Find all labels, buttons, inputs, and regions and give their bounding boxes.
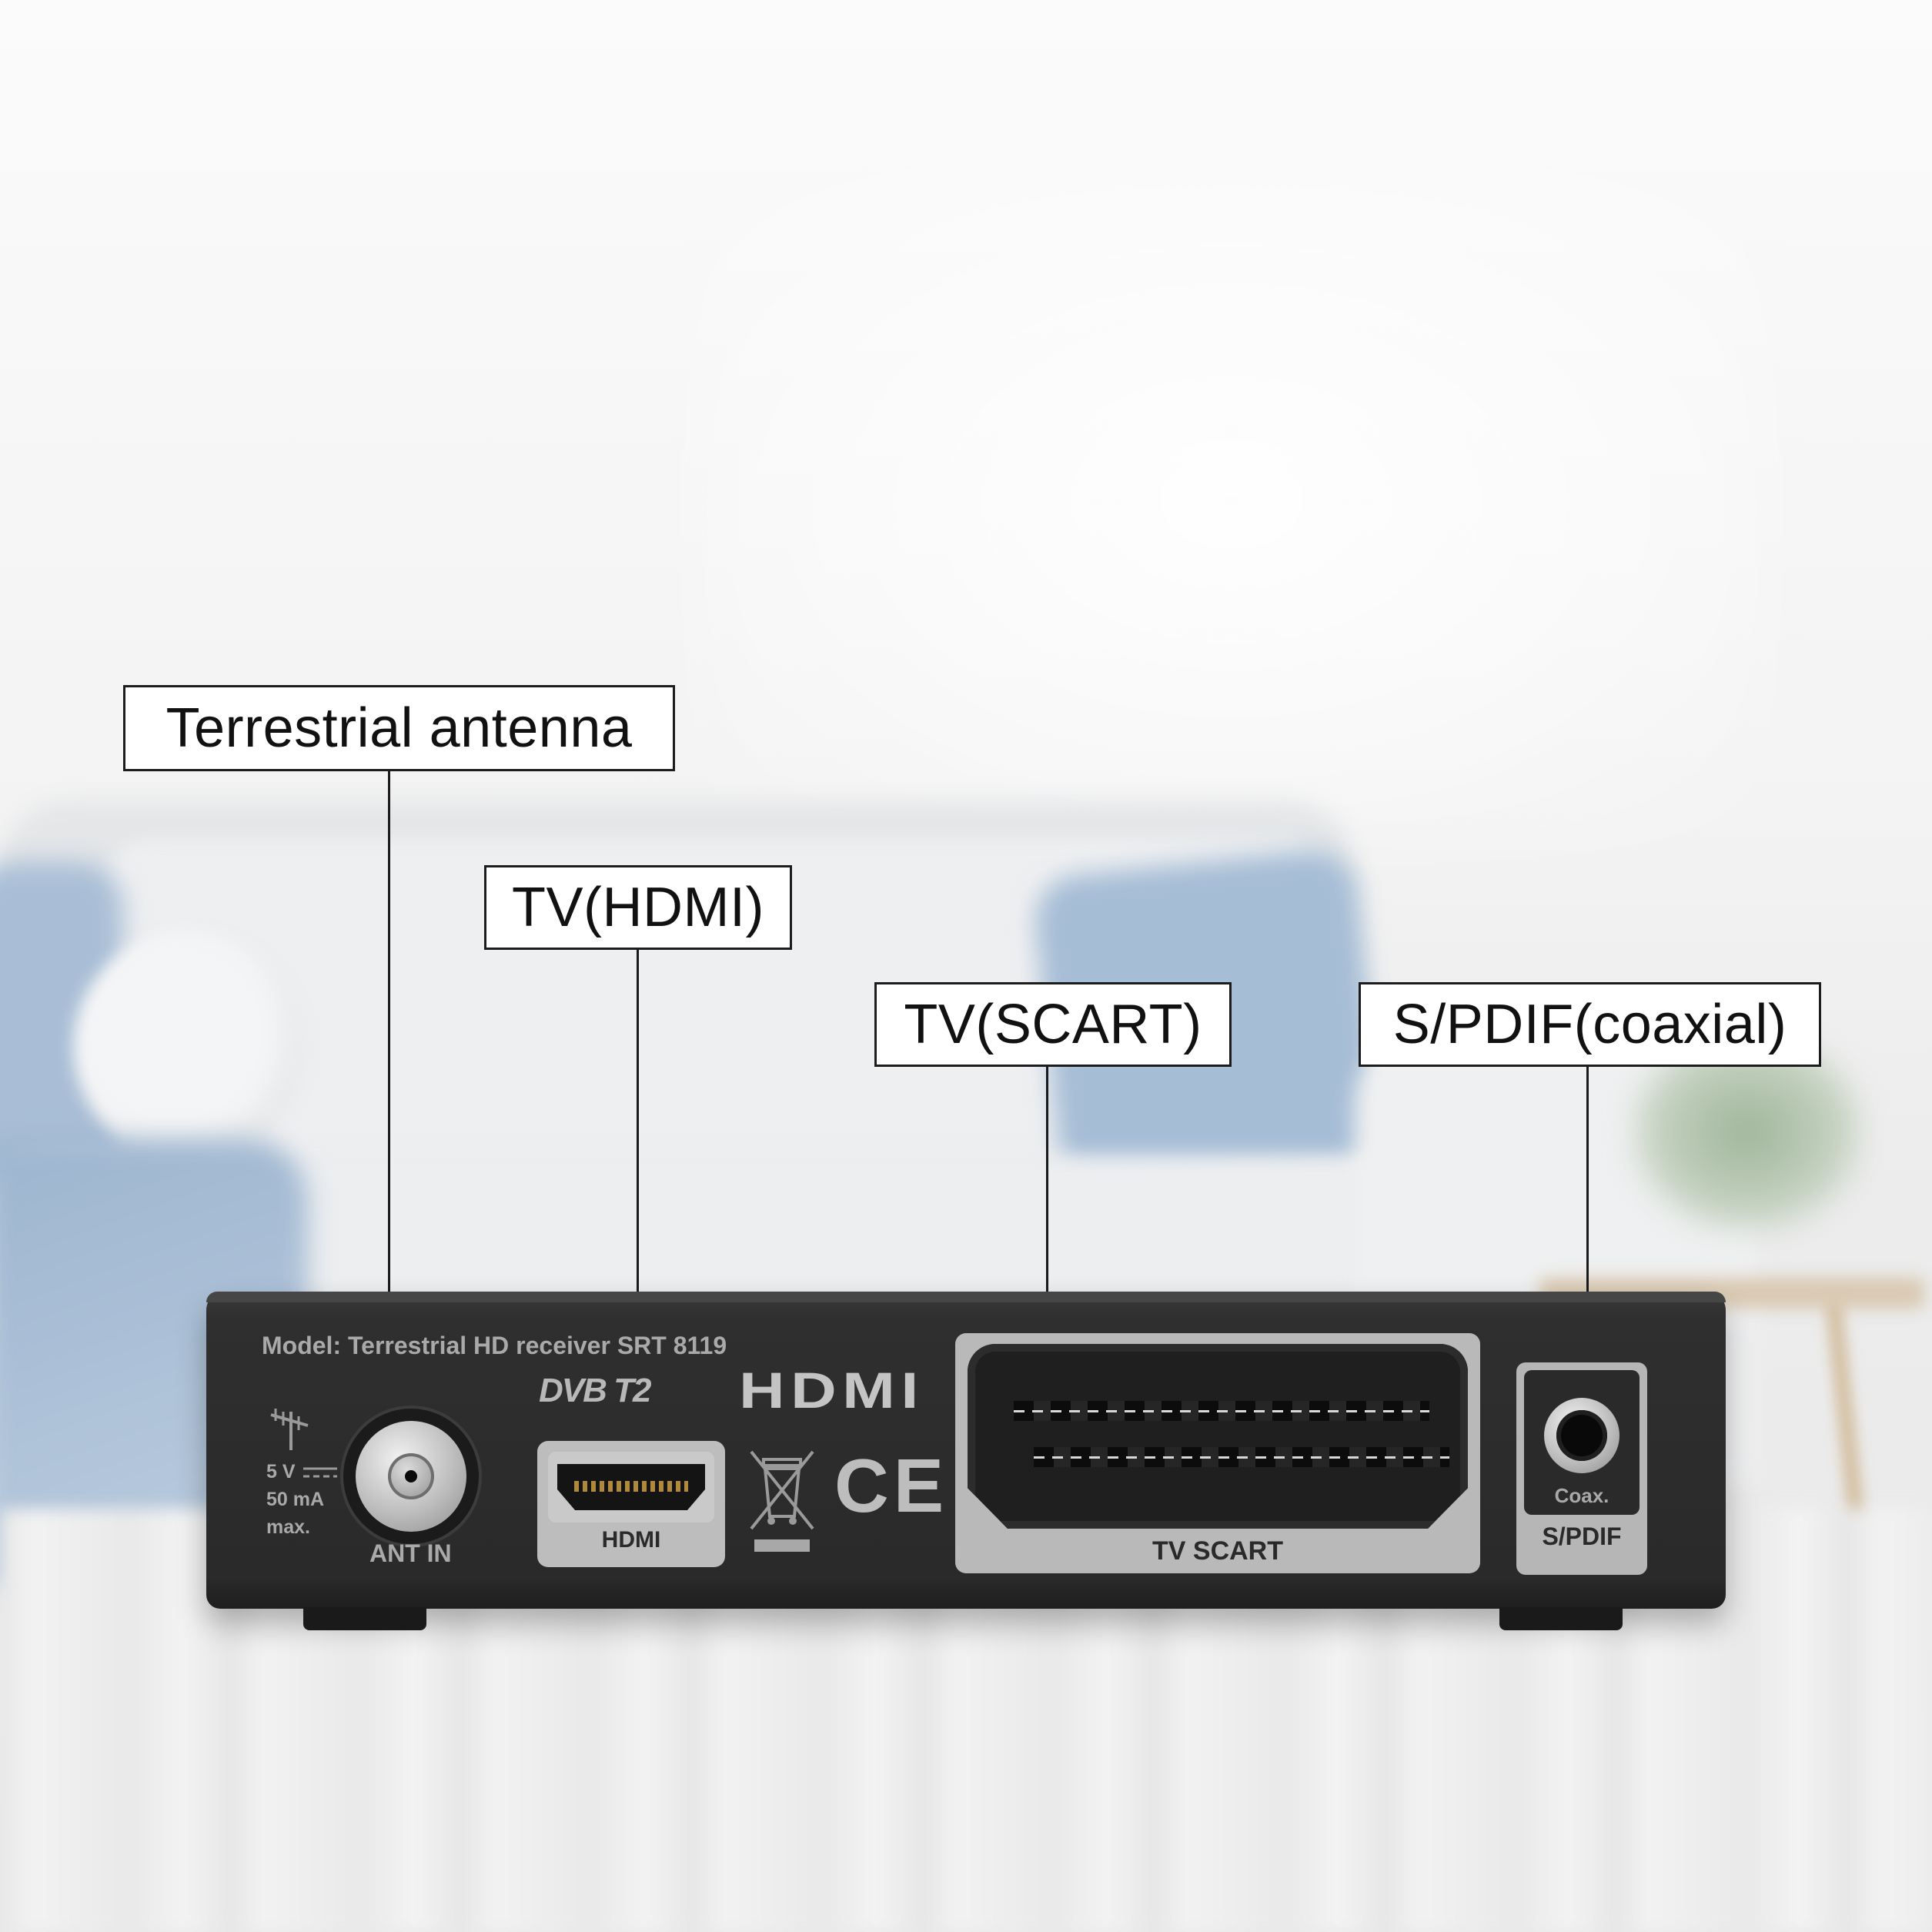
callout-tv-scart: TV(SCART) [874, 982, 1232, 1067]
power-spec-max: max. [266, 1516, 310, 1538]
hdmi-logo: HDMI [739, 1362, 924, 1419]
round-pillow [73, 931, 304, 1162]
model-text: Model: Terrestrial HD receiver SRT 8119 [262, 1332, 727, 1359]
spdif-port-surround: Coax. [1524, 1370, 1640, 1515]
hdmi-pins [574, 1481, 688, 1492]
scart-pin-contacts-top [1014, 1410, 1429, 1412]
ce-mark: CE [834, 1443, 949, 1528]
hdmi-label: HDMI [601, 1527, 661, 1553]
power-spec-current: 50 mA [266, 1489, 325, 1510]
ant-in-connector[interactable] [343, 1409, 479, 1544]
spdif-port-plate: Coax. S/PDIF [1516, 1362, 1647, 1575]
dc-symbol-icon [303, 1467, 337, 1478]
hdmi-port-plate: HDMI [537, 1441, 725, 1567]
spdif-leader-line [1586, 1065, 1589, 1449]
hdmi-port-housing [548, 1452, 714, 1523]
dvb-t2-logo: DVB T2 [539, 1372, 651, 1409]
callout-terrestrial-antenna: Terrestrial antenna [123, 685, 675, 771]
device-foot-left [303, 1607, 426, 1630]
tv-scart-label: TV SCART [1152, 1536, 1283, 1566]
set-top-box-rear-panel: Model: Terrestrial HD receiver SRT 8119 … [206, 1292, 1726, 1630]
hdmi-leader-line [637, 948, 639, 1495]
spdif-label: S/PDIF [1542, 1523, 1622, 1550]
weee-bin-icon [750, 1450, 814, 1552]
antenna-icon [270, 1409, 309, 1450]
scart-port-plate: TV SCART [955, 1333, 1480, 1573]
spdif-rca-connector[interactable] [1544, 1398, 1619, 1473]
device-top-edge [206, 1292, 1726, 1302]
ant-in-ring [356, 1421, 466, 1532]
spdif-rca-socket [1556, 1410, 1607, 1461]
ant-in-center [388, 1453, 434, 1499]
scart-port[interactable] [968, 1344, 1468, 1529]
scart-leader-line [1046, 1065, 1048, 1350]
coax-label: Coax. [1554, 1484, 1609, 1507]
device-foot-right [1499, 1607, 1623, 1630]
wall [693, 154, 1770, 847]
callout-spdif-coaxial: S/PDIF(coaxial) [1359, 982, 1821, 1067]
ant-in-label: ANT IN [369, 1539, 452, 1567]
callout-tv-hdmi: TV(HDMI) [484, 865, 792, 950]
scart-pin-contacts-bottom [1034, 1456, 1449, 1459]
ant-in-pin [405, 1470, 417, 1482]
power-spec-voltage: 5 V [266, 1461, 296, 1482]
antenna-leader-line [388, 770, 390, 1466]
